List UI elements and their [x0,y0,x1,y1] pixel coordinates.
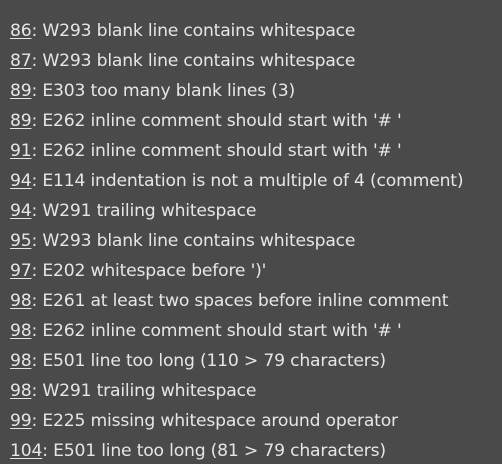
lint-message-text: W293 blank line contains whitespace [42,231,356,251]
separator: : [31,291,43,311]
separator: : [31,261,43,281]
separator: : [31,321,43,341]
lint-message-text: E262 inline comment should start with '#… [42,141,402,161]
separator: : [42,441,54,461]
lint-message-row: 89: E303 too many blank lines (3) [10,76,502,106]
line-number-link[interactable]: 87 [10,51,32,71]
lint-message-text: W293 blank line contains whitespace [42,51,356,71]
line-number-link[interactable]: 94 [10,201,32,221]
separator: : [31,411,43,431]
separator: : [31,171,43,191]
separator: : [31,81,43,101]
lint-message-text: W291 trailing whitespace [42,201,257,221]
lint-message-row: 98: W291 trailing whitespace [10,376,502,406]
lint-message-text: E303 too many blank lines (3) [42,81,296,101]
line-number-link[interactable]: 89 [10,111,32,131]
line-number-link[interactable]: 98 [10,321,32,341]
separator: : [31,51,43,71]
separator: : [31,111,43,131]
line-number-link[interactable]: 99 [10,411,32,431]
lint-message-row: 86: W293 blank line contains whitespace [10,16,502,46]
line-number-link[interactable]: 98 [10,381,32,401]
lint-message-text: E114 indentation is not a multiple of 4 … [42,171,464,191]
lint-message-row: 99: E225 missing whitespace around opera… [10,406,502,436]
lint-message-row: 98: E261 at least two spaces before inli… [10,286,502,316]
separator: : [31,201,43,221]
separator: : [31,141,43,161]
lint-message-row: 98: E262 inline comment should start wit… [10,316,502,346]
line-number-link[interactable]: 86 [10,21,32,41]
lint-message-row: 98: E501 line too long (110 > 79 charact… [10,346,502,376]
line-number-link[interactable]: 91 [10,141,32,161]
lint-message-text: W291 trailing whitespace [42,381,257,401]
line-number-link[interactable]: 98 [10,351,32,371]
lint-message-text: E225 missing whitespace around operator [42,411,398,431]
lint-message-row: 91: E262 inline comment should start wit… [10,136,502,166]
lint-message-text: W293 blank line contains whitespace [42,21,356,41]
lint-message-list: 86: W293 blank line contains whitespace … [10,16,502,464]
lint-message-text: E262 inline comment should start with '#… [42,321,402,341]
lint-message-row: 94: E114 indentation is not a multiple o… [10,166,502,196]
line-number-link[interactable]: 94 [10,171,32,191]
separator: : [31,21,43,41]
lint-message-row: 89: E262 inline comment should start wit… [10,106,502,136]
line-number-link[interactable]: 97 [10,261,32,281]
separator: : [31,231,43,251]
lint-message-row: 95: W293 blank line contains whitespace [10,226,502,256]
lint-message-text: E261 at least two spaces before inline c… [42,291,449,311]
line-number-link[interactable]: 89 [10,81,32,101]
line-number-link[interactable]: 104 [10,441,43,461]
lint-message-text: E501 line too long (81 > 79 characters) [53,441,386,461]
line-number-link[interactable]: 95 [10,231,32,251]
lint-message-text: E501 line too long (110 > 79 characters) [42,351,386,371]
lint-message-text: E262 inline comment should start with '#… [42,111,402,131]
separator: : [31,351,43,371]
lint-message-text: E202 whitespace before ')' [42,261,267,281]
lint-message-row: 87: W293 blank line contains whitespace [10,46,502,76]
lint-message-row: 97: E202 whitespace before ')' [10,256,502,286]
line-number-link[interactable]: 98 [10,291,32,311]
lint-message-row: 94: W291 trailing whitespace [10,196,502,226]
lint-message-row: 104: E501 line too long (81 > 79 charact… [10,436,502,464]
separator: : [31,381,43,401]
